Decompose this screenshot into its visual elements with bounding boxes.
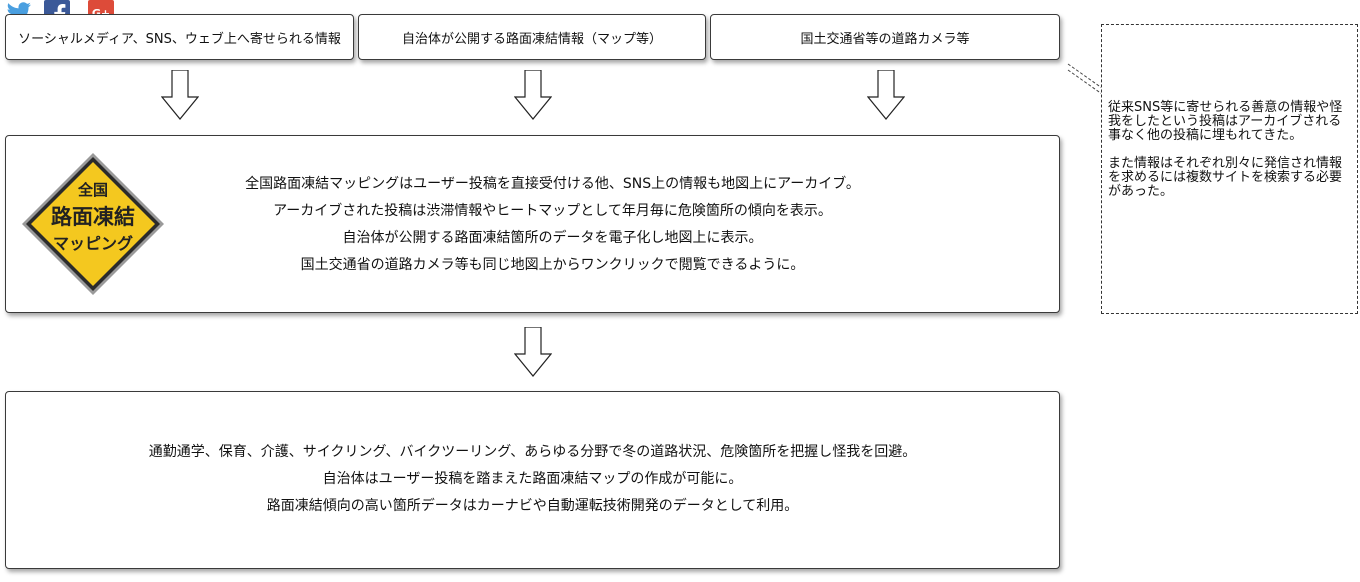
- service-line: アーカイブされた投稿は渋滞情報やヒートマップとして年月毎に危険箇所の傾向を表示。: [273, 203, 832, 219]
- context-note: 従来SNS等に寄せられる善意の情報や怪我をしたという投稿はアーカイブされる事なく…: [1101, 24, 1358, 314]
- arrow-down-icon: [514, 327, 552, 377]
- source-sns-label: ソーシャルメディア、SNS、ウェブ上へ寄せられる情報: [18, 31, 341, 47]
- arrow-down-icon: [161, 70, 199, 120]
- service-line: 自治体が公開する路面凍結箇所のデータを電子化し地図上に表示。: [342, 230, 763, 246]
- benefit-line: 通勤通学、保育、介護、サイクリング、バイクツーリング、あらゆる分野で冬の道路状況…: [148, 444, 917, 460]
- note-paragraph: また情報はそれぞれ別々に発信され情報を求めるには複数サイトを検索する必要があった…: [1108, 156, 1343, 199]
- source-road-camera-label: 国土交通省等の道路カメラ等: [800, 31, 970, 47]
- service-line: 全国路面凍結マッピングはユーザー投稿を直接受付ける他、SNS上の情報も地図上にア…: [245, 176, 860, 192]
- note-connector: [1067, 63, 1103, 95]
- benefits-description: 通勤通学、保育、介護、サイクリング、バイクツーリング、あらゆる分野で冬の道路状況…: [6, 439, 1059, 520]
- service-line: 国土交通省の道路カメラ等も同じ地図上からワンクリックで閲覧できるように。: [300, 257, 805, 273]
- logo-line-1: 全国: [77, 181, 108, 199]
- road-sign-logo: 全国 路面凍結 マッピング: [22, 153, 164, 295]
- logo-line-3: マッピング: [53, 234, 133, 253]
- logo-line-2: 路面凍結: [51, 205, 135, 229]
- benefit-line: 路面凍結傾向の高い箇所データはカーナビや自動運転技術開発のデータとして利用。: [266, 498, 799, 514]
- arrow-down-icon: [514, 70, 552, 120]
- source-municipality: 自治体が公開する路面凍結情報（マップ等）: [358, 14, 706, 60]
- source-sns: ソーシャルメディア、SNS、ウェブ上へ寄せられる情報: [5, 14, 354, 60]
- note-paragraph: 従来SNS等に寄せられる善意の情報や怪我をしたという投稿はアーカイブされる事なく…: [1108, 100, 1343, 143]
- source-municipality-label: 自治体が公開する路面凍結情報（マップ等）: [401, 31, 662, 47]
- service-description: 全国路面凍結マッピングはユーザー投稿を直接受付ける他、SNS上の情報も地図上にア…: [6, 171, 1059, 279]
- source-road-camera: 国土交通省等の道路カメラ等: [710, 14, 1060, 60]
- benefit-line: 自治体はユーザー投稿を踏まえた路面凍結マップの作成が可能に。: [322, 471, 743, 487]
- service-box: 全国 路面凍結 マッピング 全国路面凍結マッピングはユーザー投稿を直接受付ける他…: [5, 135, 1060, 313]
- benefits-box: 通勤通学、保育、介護、サイクリング、バイクツーリング、あらゆる分野で冬の道路状況…: [5, 391, 1060, 569]
- arrow-down-icon: [867, 70, 905, 120]
